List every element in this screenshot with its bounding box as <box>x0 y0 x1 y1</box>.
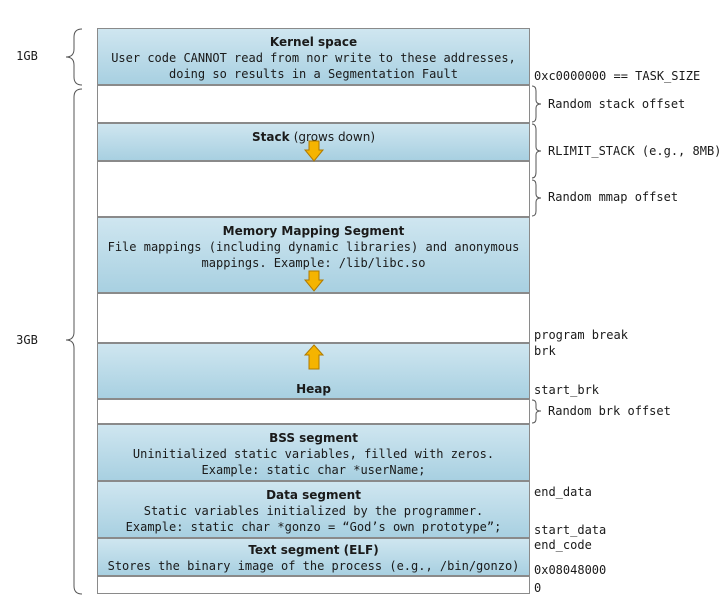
heap-up-arrow <box>303 344 325 370</box>
text-title: Text segment (ELF) <box>248 543 379 557</box>
random-brk-brace <box>531 399 542 424</box>
kernel-size-label: 1GB <box>16 49 38 63</box>
rlimit-stack-label: RLIMIT_STACK (e.g., 8MB) <box>548 144 721 158</box>
random-brk-gap <box>97 399 530 424</box>
text-desc-1: Stores the binary image of the process (… <box>107 559 520 573</box>
brk-label: brk <box>534 344 556 358</box>
kernel-space-segment: Kernel space User code CANNOT read from … <box>97 28 530 85</box>
end-code-label: end_code <box>534 538 592 552</box>
bss-title: BSS segment <box>269 431 358 445</box>
user-size-label: 3GB <box>16 333 38 347</box>
bss-desc-1: Uninitialized static variables, filled w… <box>132 447 495 461</box>
bss-desc-2: Example: static char *userName; <box>201 463 426 477</box>
kernel-space-desc-1: User code CANNOT read from nor write to … <box>111 51 516 65</box>
start-brk-label: start_brk <box>534 383 600 397</box>
end-data-label: end_data <box>534 485 592 499</box>
null-page-gap <box>97 576 530 594</box>
random-stack-gap <box>97 85 530 123</box>
kernel-space-title: Kernel space <box>269 35 358 49</box>
mmap-segment: Memory Mapping Segment File mappings (in… <box>97 217 530 293</box>
text-segment: Text segment (ELF) Stores the binary ima… <box>97 538 530 576</box>
stack-free-gap <box>97 161 530 217</box>
stack-title: Stack <box>251 130 290 144</box>
mmap-down-arrow <box>303 270 325 292</box>
random-brk-offset-label: Random brk offset <box>548 404 671 418</box>
random-mmap-brace <box>531 179 542 217</box>
task-size-address: 0xc0000000 == TASK_SIZE <box>534 69 701 83</box>
text-start-address: 0x08048000 <box>534 563 607 577</box>
kernel-space-desc-2: doing so results in a Segmentation Fault <box>169 67 458 81</box>
bss-segment: BSS segment Uninitialized static variabl… <box>97 424 530 481</box>
program-break-label: program break <box>534 328 628 342</box>
mmap-desc-2: mappings. Example: /lib/libc.so <box>201 256 426 270</box>
free-gap <box>97 293 530 343</box>
random-mmap-offset-label: Random mmap offset <box>548 190 679 204</box>
data-title: Data segment <box>266 488 361 502</box>
stack-down-arrow <box>303 140 325 162</box>
data-segment: Data segment Static variables initialize… <box>97 481 530 538</box>
mmap-title: Memory Mapping Segment <box>222 224 405 238</box>
data-desc-2: Example: static char *gonzo = “God’s own… <box>125 520 502 534</box>
rlimit-stack-brace <box>531 123 542 179</box>
heap-title: Heap <box>296 382 331 396</box>
zero-address: 0 <box>534 581 542 595</box>
random-stack-offset-label: Random stack offset <box>548 97 686 111</box>
kernel-brace <box>65 28 83 86</box>
user-brace <box>65 88 83 595</box>
start-data-label: start_data <box>534 523 607 537</box>
mmap-desc-1: File mappings (including dynamic librari… <box>107 240 520 254</box>
random-stack-brace <box>531 85 542 123</box>
data-desc-1: Static variables initialized by the prog… <box>143 504 484 518</box>
